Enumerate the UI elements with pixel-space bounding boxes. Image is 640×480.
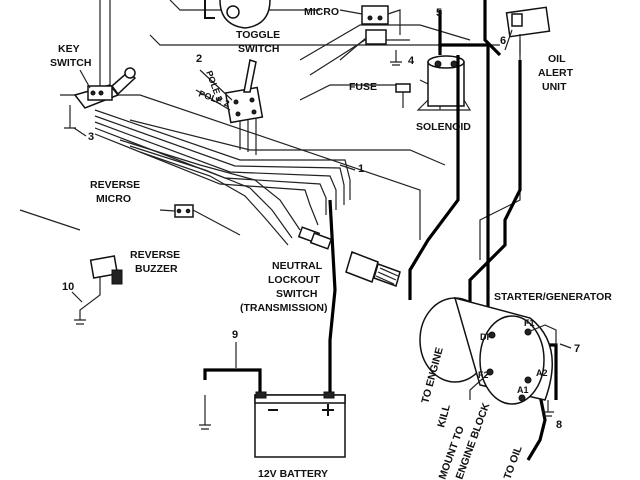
callout-4: 4: [408, 55, 415, 67]
micro-switch-top: [339, 5, 401, 61]
neutral-label-4: (TRANSMISSION): [240, 302, 328, 314]
terminal-f2: F2: [478, 370, 489, 380]
terminal-a1: A1: [517, 385, 529, 395]
ground-terminal-4: [390, 50, 402, 66]
oil-alert-label-1: OIL: [548, 53, 566, 65]
terminal-a2: A2: [536, 368, 548, 378]
key-switch: [64, 67, 137, 129]
reverse-buzzer: [74, 255, 123, 325]
terminal-df: DF: [480, 332, 492, 342]
callout-6: 6: [500, 35, 506, 47]
fuse: [395, 83, 411, 108]
toggle-switch-label-2: SWITCH: [238, 43, 279, 55]
neutral-lockout-switch: [297, 226, 401, 287]
reverse-buzzer-label-2: BUZZER: [135, 263, 178, 275]
neutral-label-1: NEUTRAL: [272, 260, 323, 272]
callouts: 1 2 3 4 5 6 7 8 9 10: [62, 7, 580, 431]
wire-harness: [94, 79, 441, 246]
terminal-f1: F1: [524, 318, 535, 328]
engine-kill-label-2: KILL: [435, 403, 453, 429]
key-switch-label-1: KEY: [58, 43, 80, 55]
starter-generator: [419, 296, 557, 405]
callout-3: 3: [88, 131, 94, 143]
neutral-label-2: LOCKOUT: [268, 274, 320, 286]
callout-10: 10: [62, 281, 74, 293]
key-switch-label-2: SWITCH: [50, 57, 91, 69]
oil-alert-label-3: UNIT: [542, 81, 567, 93]
toggle-switch-label-1: TOGGLE: [236, 29, 280, 41]
ground-8: [542, 400, 554, 417]
reverse-micro-label-1: REVERSE: [90, 179, 140, 191]
micro-label: MICRO: [304, 6, 339, 18]
callout-9: 9: [232, 329, 238, 341]
battery: [199, 391, 346, 458]
callout-2: 2: [196, 53, 202, 65]
top-round-component: [204, 0, 271, 29]
reverse-micro: [159, 204, 241, 236]
toggle-switch: [195, 59, 264, 124]
callout-8: 8: [556, 419, 562, 431]
solenoid-label: SOLENOID: [416, 121, 471, 133]
neutral-label-3: SWITCH: [276, 288, 317, 300]
reverse-micro-label-2: MICRO: [96, 193, 131, 205]
fuse-label: FUSE: [349, 81, 377, 93]
battery-label: 12V BATTERY: [258, 468, 328, 480]
oil-alert-label-2: ALERT: [538, 67, 574, 79]
callout-7: 7: [574, 343, 580, 355]
to-oil-label: TO OIL: [502, 444, 525, 480]
callout-1: 1: [358, 163, 364, 175]
key-switch-leader: [79, 69, 91, 89]
callout-5: 5: [436, 7, 442, 19]
oil-alert-unit: [504, 6, 551, 55]
starter-generator-label: STARTER/GENERATOR: [494, 291, 612, 303]
reverse-buzzer-label-1: REVERSE: [130, 249, 180, 261]
